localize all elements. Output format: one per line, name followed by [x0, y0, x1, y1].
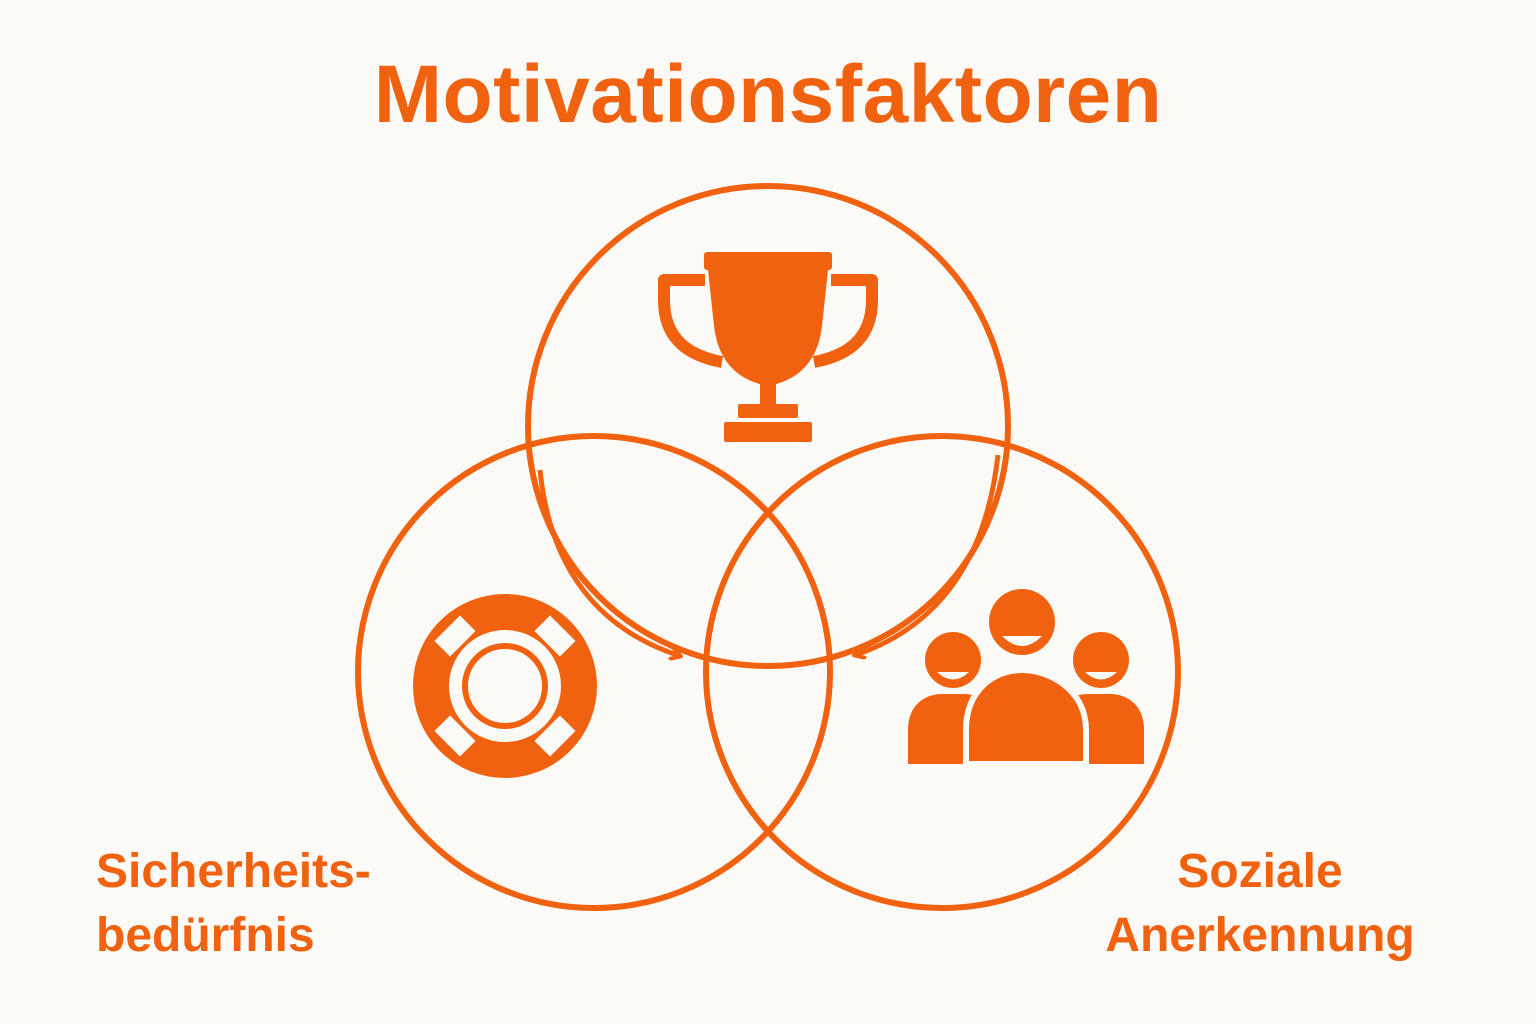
label-left-line1: Sicherheits-: [96, 845, 371, 898]
circle-right: [703, 433, 1181, 911]
circle-left: [355, 433, 833, 911]
circle-top: [525, 183, 1011, 669]
label-soziale-anerkennung: Soziale Anerkennung: [1060, 840, 1460, 968]
people-icon: [908, 589, 1144, 767]
label-left-line2: bedürfnis: [96, 909, 315, 962]
label-sicherheitsbeduerfnis: Sicherheits- bedürfnis: [96, 840, 371, 968]
lifebuoy-icon: [413, 594, 597, 778]
trophy-icon: [658, 252, 878, 442]
arrow-left: [537, 469, 680, 656]
arrow-right: [855, 454, 1001, 655]
label-right-line1: Soziale: [1177, 845, 1343, 898]
page-title: Motivationsfaktoren: [373, 49, 1163, 140]
label-right-line2: Anerkennung: [1105, 909, 1415, 962]
